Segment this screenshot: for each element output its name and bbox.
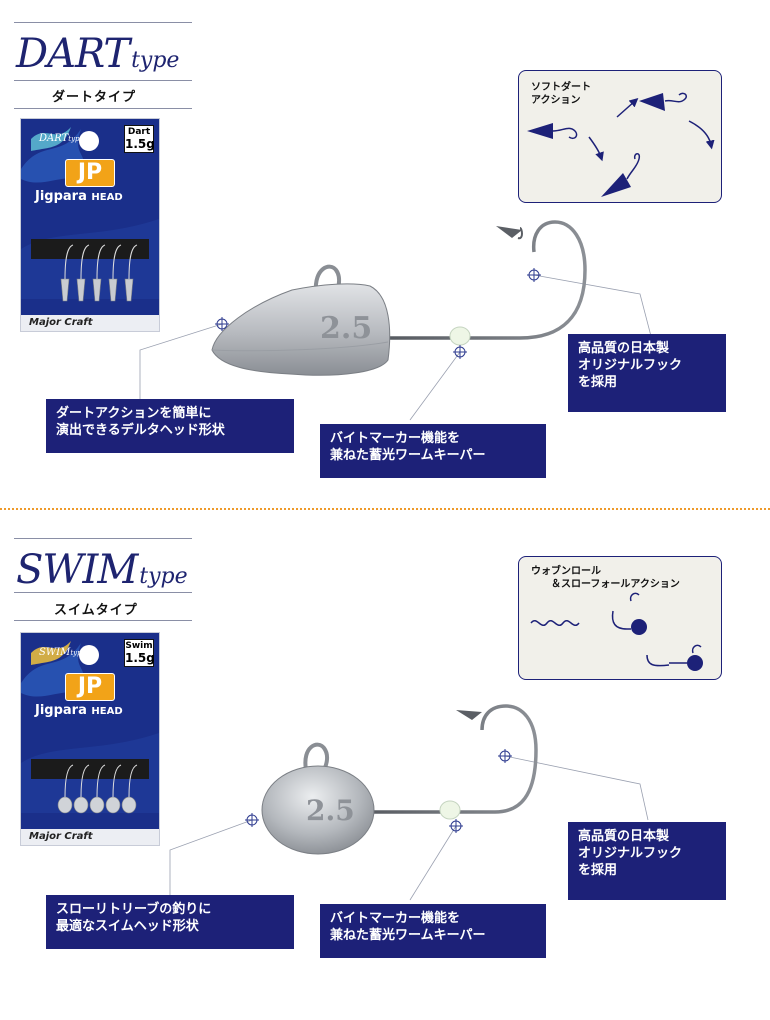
swim-head-number: 2.5 bbox=[306, 794, 355, 827]
target-markers bbox=[245, 749, 512, 833]
dart-title-main: DART bbox=[16, 31, 130, 77]
swim-title-jp: スイムタイプ bbox=[54, 603, 138, 618]
target-markers bbox=[215, 268, 541, 359]
swim-package-image: SWIMtype Swim 1.5g JP Jigpara HEAD bbox=[20, 632, 160, 846]
swim-shape-label: スローリトリーブの釣りに 最適なスイムヘッド形状 bbox=[46, 895, 294, 949]
package-foam-strip bbox=[31, 759, 149, 779]
dart-head-number: 2.5 bbox=[320, 311, 372, 346]
title-rule-top bbox=[14, 538, 192, 539]
package-hang-hole bbox=[79, 131, 99, 151]
package-product-name: Jigpara HEAD bbox=[35, 703, 123, 718]
dart-title-jp: ダートタイプ bbox=[52, 90, 137, 105]
title-rule-top bbox=[14, 22, 192, 23]
package-product-name: Jigpara HEAD bbox=[35, 189, 123, 204]
swim-title-main: SWIM bbox=[16, 547, 138, 593]
title-rule-bottom bbox=[14, 620, 192, 621]
package-weight-tag: Dart 1.5g bbox=[124, 125, 155, 153]
title-rule-middle bbox=[14, 80, 192, 81]
package-maker: Major Craft bbox=[21, 829, 159, 845]
swim-marker-label: バイトマーカー機能を 兼ねた蓄光ワームキーパー bbox=[320, 904, 546, 958]
dart-package-image: DARTtype Dart 1.5g JP Jigpara HEAD bbox=[20, 118, 160, 332]
title-rule-middle bbox=[14, 592, 192, 593]
title-rule-bottom bbox=[14, 108, 192, 109]
package-maker: Major Craft bbox=[21, 315, 159, 331]
dart-action-box: ソフトダート アクション bbox=[518, 70, 722, 203]
package-foam-strip bbox=[31, 239, 149, 259]
package-weight-tag: Swim 1.5g bbox=[124, 639, 155, 667]
dart-marker-label: バイトマーカー機能を 兼ねた蓄光ワームキーパー bbox=[320, 424, 546, 478]
package-logo: JP bbox=[65, 159, 115, 187]
swim-section: SWIMtype スイムタイプ SWIMtype Swim 1.5g JP Ji… bbox=[0, 520, 770, 1020]
swim-title-sub: type bbox=[139, 564, 188, 589]
dart-action-diagram bbox=[527, 92, 715, 197]
swim-action-box: ウォブンロール ＆スローフォールアクション bbox=[518, 556, 722, 680]
swim-action-title: ウォブンロール ＆スローフォールアクション bbox=[531, 566, 680, 590]
swim-hook-label: 高品質の日本製 オリジナルフック を採用 bbox=[568, 822, 726, 900]
package-brand: SWIMtype bbox=[39, 647, 86, 658]
dart-action-title: ソフトダート アクション bbox=[531, 82, 591, 106]
package-jigheads bbox=[60, 244, 138, 302]
dart-section: DARTtype ダートタイプ DARTtype Dart 1.5g JP Ji… bbox=[0, 0, 770, 500]
swim-title: SWIMtype bbox=[16, 550, 188, 597]
dart-title-sub: type bbox=[131, 48, 180, 73]
dart-shape-label: ダートアクションを簡単に 演出できるデルタヘッド形状 bbox=[46, 399, 294, 453]
package-hang-hole bbox=[79, 645, 99, 665]
dart-hook-label: 高品質の日本製 オリジナルフック を採用 bbox=[568, 334, 726, 412]
swim-action-diagram bbox=[530, 592, 703, 671]
dart-title: DARTtype bbox=[16, 34, 179, 81]
section-divider bbox=[0, 508, 770, 510]
dart-jighead-illustration: 2.5 bbox=[139, 220, 653, 421]
package-jigheads bbox=[57, 764, 138, 814]
swim-jighead-illustration: 2.5 bbox=[169, 704, 649, 901]
package-logo: JP bbox=[65, 673, 115, 701]
package-brand: DARTtype bbox=[39, 133, 84, 144]
